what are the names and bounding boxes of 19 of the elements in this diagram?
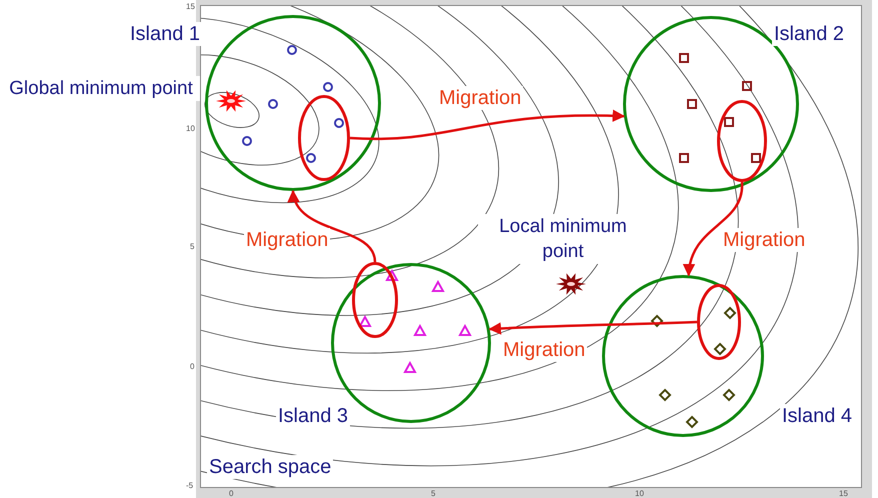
axis-tick-label: -5: [186, 481, 194, 491]
axis-tick-label: 5: [190, 242, 194, 252]
selection-ellipse: [352, 262, 398, 338]
selection-ellipse: [298, 95, 350, 181]
axis-tick-label: 0: [229, 489, 234, 498]
selection-ellipse: [717, 100, 767, 182]
axis-tick-label: 15: [186, 2, 195, 12]
migration-arrow: [350, 110, 626, 140]
axis-tick-label: 0: [190, 362, 194, 372]
migration-arrow: [289, 190, 376, 262]
axis-tick-label: 15: [839, 489, 848, 498]
edge-label: Migration: [244, 228, 330, 252]
migration-arrow: [488, 320, 698, 335]
axis-tick-label: 10: [635, 489, 644, 498]
selection-ellipse: [697, 284, 741, 360]
migration-arrow: [684, 182, 744, 276]
axis-tick-label: 10: [186, 124, 195, 134]
plot-label: Search space: [207, 455, 334, 479]
axis-tick-label: 5: [431, 489, 436, 498]
